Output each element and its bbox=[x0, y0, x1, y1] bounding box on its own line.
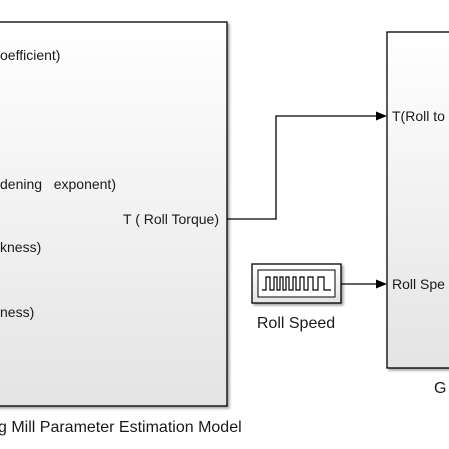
input-port-label-hardness: ness) bbox=[0, 304, 34, 320]
signal-line-roll-speed[interactable] bbox=[341, 279, 387, 289]
arrowhead-icon bbox=[376, 279, 387, 289]
right-input-port-label-roll-torque: T(Roll to bbox=[392, 108, 445, 124]
output-port-label-roll-torque: T ( Roll Torque) bbox=[123, 211, 219, 227]
input-port-label-coefficient: oefficient) bbox=[0, 47, 60, 63]
roll-speed-source-block[interactable] bbox=[251, 263, 342, 304]
roll-speed-source-caption: Roll Speed bbox=[257, 315, 335, 332]
signal-line-roll-torque-path[interactable] bbox=[227, 115, 379, 220]
parameter-estimation-block-body[interactable] bbox=[0, 21, 228, 407]
parameter-estimation-block-caption: g Mill Parameter Estimation Model bbox=[0, 419, 242, 436]
input-port-label-hardening-exponent: dening exponent) bbox=[0, 176, 116, 192]
right-subsystem-caption: G bbox=[434, 380, 446, 397]
right-input-port-label-roll-speed: Roll Spe bbox=[392, 276, 445, 292]
signal-line-roll-torque[interactable] bbox=[227, 111, 387, 220]
parameter-estimation-block[interactable]: oefficient) dening exponent) kness) ness… bbox=[0, 21, 228, 407]
input-port-label-thickness: kness) bbox=[0, 239, 41, 255]
arrowhead-icon bbox=[376, 111, 387, 121]
right-subsystem-block-body[interactable] bbox=[386, 31, 449, 369]
pulse-waveform-icon bbox=[262, 276, 331, 291]
right-subsystem-block[interactable]: T(Roll to Roll Spe bbox=[386, 31, 449, 369]
